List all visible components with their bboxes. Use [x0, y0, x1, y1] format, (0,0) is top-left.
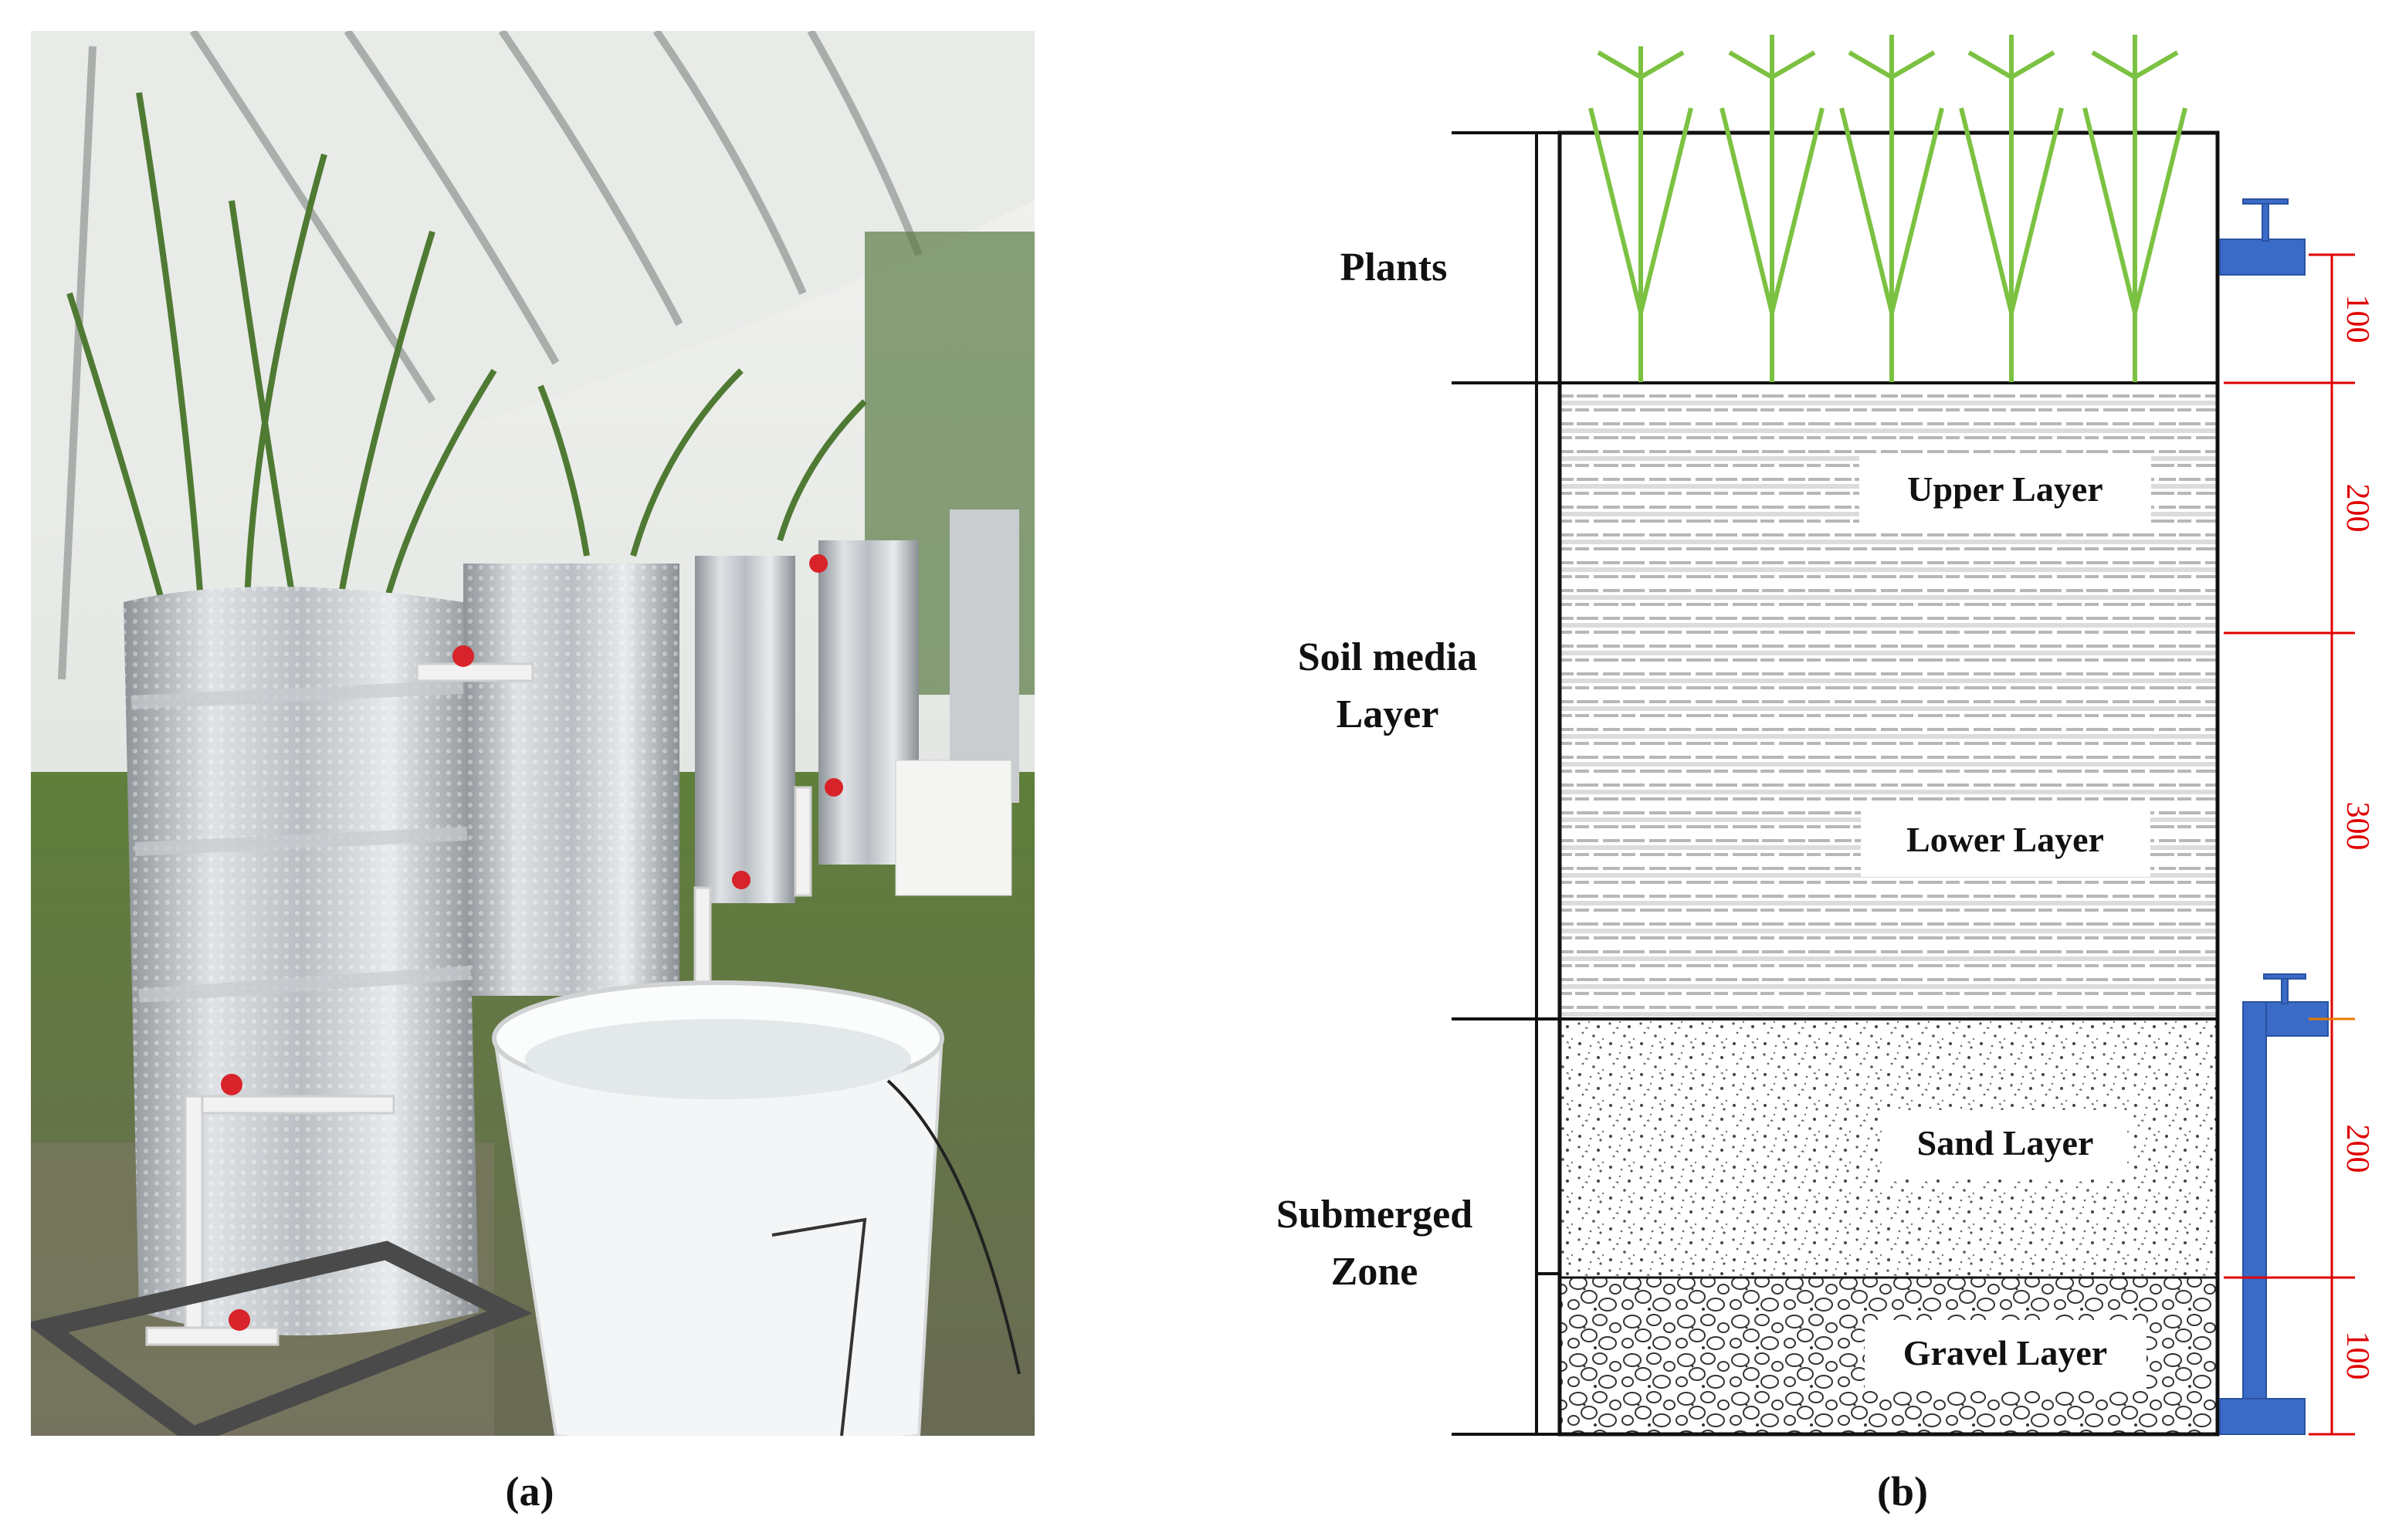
plant-icons	[1588, 35, 2187, 382]
schematic-panel: Plants Soil media Layer Submerged Zone U…	[1276, 35, 2375, 1437]
overflow-outlet-icon	[2219, 198, 2306, 276]
upper-layer-label: Upper Layer	[1907, 469, 2102, 509]
plant-icon	[1839, 35, 1944, 382]
dimension-label-200-sand: 200	[2340, 1125, 2375, 1173]
lower-layer-box: Lower Layer	[1861, 806, 2150, 877]
caption-b: (b)	[1877, 1468, 1928, 1515]
submerged-zone-label-line1: Submerged	[1276, 1193, 1472, 1237]
gravel-layer-box: Gravel Layer	[1865, 1320, 2147, 1389]
lower-layer-label: Lower Layer	[1906, 820, 2104, 859]
plant-icon	[2082, 35, 2187, 382]
sand-layer-box: Sand Layer	[1884, 1110, 2127, 1180]
submerged-zone-label-line2: Zone	[1331, 1250, 1418, 1294]
plants-label: Plants	[1340, 245, 1448, 289]
plants-zone	[1560, 133, 2218, 383]
dimension-label-100-top: 100	[2340, 295, 2375, 344]
dimension-label-200-upper: 200	[2340, 484, 2375, 533]
photo-panel	[31, 31, 1035, 1436]
dimension-label-300: 300	[2340, 802, 2375, 851]
dimension-label-100-gravel: 100	[2340, 1332, 2375, 1380]
soil-media-label-line2: Layer	[1337, 692, 1439, 736]
soil-media-label-line1: Soil media	[1298, 635, 1478, 679]
plant-icon	[1959, 35, 2064, 382]
sand-layer-label: Sand Layer	[1917, 1123, 2094, 1163]
plant-icon	[1720, 35, 1825, 382]
caption-a: (a)	[506, 1468, 554, 1515]
gravel-layer-label: Gravel Layer	[1903, 1333, 2107, 1372]
plant-icon	[1588, 46, 1693, 382]
dimension-ruler	[2224, 253, 2355, 1436]
submerged-outlet-pipe-icon	[2219, 973, 2329, 1435]
upper-layer-box: Upper Layer	[1859, 455, 2151, 526]
